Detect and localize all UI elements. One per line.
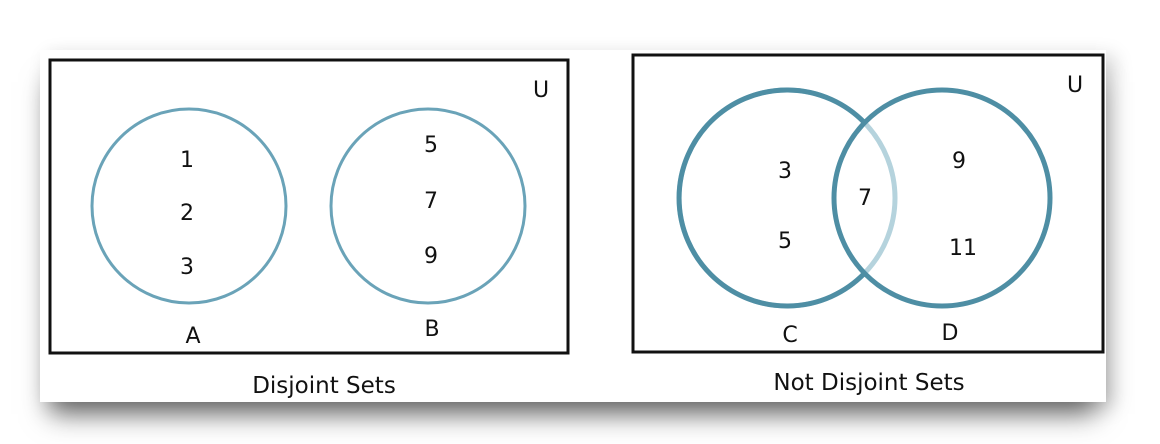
not-disjoint-panel: U 3 5 7 9 11 C D Not Disjoint Sets: [631, 53, 1105, 396]
disjoint-panel: U 1 2 3 5 7 9 A B Disjoint Sets: [48, 58, 570, 399]
set-d-element: 9: [952, 149, 966, 174]
caption-disjoint: Disjoint Sets: [252, 373, 396, 399]
set-b-element: 5: [424, 133, 438, 158]
universe-label-left: U: [533, 78, 549, 103]
caption-not-disjoint: Not Disjoint Sets: [773, 370, 964, 396]
set-b-circle: [329, 107, 527, 305]
set-a-element: 2: [180, 201, 194, 226]
set-b-element: 7: [424, 189, 438, 214]
set-a-label: A: [185, 324, 200, 349]
set-a-element: 3: [180, 255, 194, 280]
set-b-element: 9: [424, 244, 438, 269]
universe-frame-right: [631, 53, 1105, 354]
set-d-element: 11: [949, 236, 977, 261]
set-c-element: 3: [778, 159, 792, 184]
set-d-label: D: [942, 321, 959, 346]
universe-label-right: U: [1067, 73, 1083, 98]
set-c-circle: [676, 87, 867, 309]
set-b-label: B: [424, 317, 439, 342]
set-d-circle: [831, 87, 1053, 309]
set-c-element: 5: [778, 229, 792, 254]
intersection-element: 7: [858, 186, 872, 211]
figure-card: [40, 50, 1106, 402]
set-a-element: 1: [180, 148, 194, 173]
set-a-circle: [90, 107, 288, 305]
set-c-label: C: [782, 323, 797, 348]
universe-frame-left: [48, 58, 570, 355]
